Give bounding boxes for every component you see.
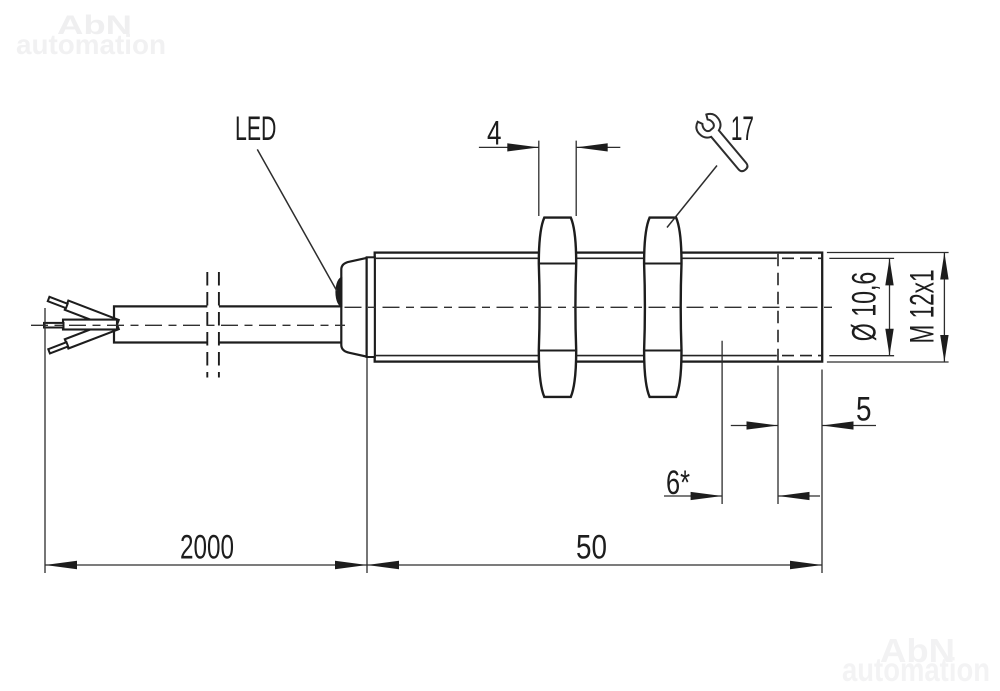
hex-nut-1 xyxy=(537,216,578,399)
arrowhead xyxy=(507,143,539,152)
dim-core-diameter xyxy=(829,257,895,357)
cable-length-label: 2000 xyxy=(180,528,234,566)
wrench-icon xyxy=(695,112,749,173)
arrowhead xyxy=(790,560,822,570)
led-dome xyxy=(335,276,343,308)
nut-width-label: 4 xyxy=(487,114,502,152)
cable-outline xyxy=(112,305,342,344)
arrowhead xyxy=(940,335,949,362)
wire-middle xyxy=(43,318,119,331)
dimension-line xyxy=(826,251,949,363)
dimension-line xyxy=(538,140,577,216)
arrowhead xyxy=(690,491,723,501)
dim-tip-length xyxy=(730,365,876,573)
wire-tip xyxy=(46,295,69,310)
arrowhead xyxy=(576,143,608,152)
dimension-labels: LED 4 17 Ø 10,6 M 12x1 5 6* 2000 50 xyxy=(180,110,941,566)
watermark-sub-text: automation xyxy=(842,651,990,688)
dim-lengths xyxy=(44,308,822,573)
dimensions xyxy=(44,112,949,573)
dimension-line xyxy=(829,257,895,357)
nut-facet-lines xyxy=(644,262,682,352)
hidden-core-lines xyxy=(782,257,822,357)
arrowhead xyxy=(940,252,949,280)
wire-tip xyxy=(46,340,70,355)
thread-label: M 12x1 xyxy=(903,270,941,344)
dimension-line xyxy=(44,308,368,573)
arrowhead xyxy=(778,491,810,501)
watermark-bottom-right: AbN automation xyxy=(842,632,990,688)
dim-sensing-length xyxy=(664,340,820,504)
watermark-brand-text: AbN xyxy=(880,632,955,669)
wrench-size-label: 17 xyxy=(731,110,754,148)
wrench-leader-line xyxy=(666,165,718,228)
arrowhead xyxy=(45,560,77,570)
dim-nut-width xyxy=(478,140,621,216)
arrowhead xyxy=(335,560,367,570)
arrowhead xyxy=(746,421,778,430)
core-diameter-label: Ø 10,6 xyxy=(846,272,884,342)
led-label: LED xyxy=(235,110,276,148)
center-lines xyxy=(31,306,834,326)
wire-insulation xyxy=(61,318,119,331)
sensing-note-label: 6* xyxy=(666,464,690,502)
arrowhead xyxy=(885,258,894,286)
watermark-top-left: AbN automation xyxy=(16,10,166,60)
arrowhead xyxy=(822,421,854,430)
tip-length-label: 5 xyxy=(856,391,872,429)
body-length-label: 50 xyxy=(576,528,607,566)
led-leader-line xyxy=(256,149,338,292)
hidden-thread-end xyxy=(777,253,822,361)
arrowhead xyxy=(885,328,894,356)
watermark-sub-text: automation xyxy=(16,29,166,60)
nut-facet-lines xyxy=(538,262,577,352)
arrowhead xyxy=(367,560,399,570)
dimension-line xyxy=(777,365,823,573)
dim-thread xyxy=(826,251,949,363)
wrench-callout xyxy=(666,112,749,228)
watermark-brand-text: AbN xyxy=(57,10,132,40)
